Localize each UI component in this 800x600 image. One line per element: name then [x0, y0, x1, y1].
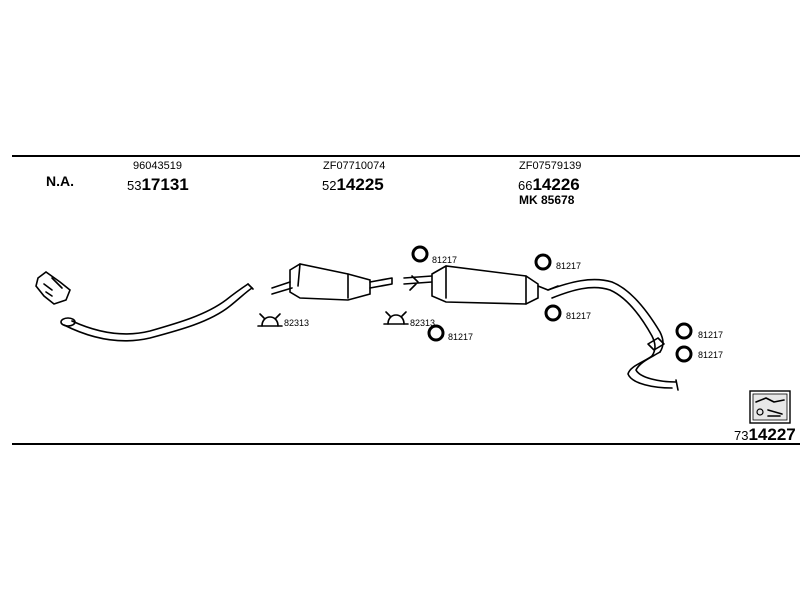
col1-part-main: 17131	[141, 175, 189, 194]
ring-6-label: 81217	[698, 350, 724, 360]
clamp-a-icon	[257, 313, 283, 327]
tail-pipe	[547, 278, 679, 391]
front-silencer	[271, 263, 393, 301]
front-pipe	[60, 283, 254, 342]
ring-4-label: 81217	[566, 311, 592, 321]
col1-part-prefix: 53	[127, 178, 142, 193]
clamp-b-icon	[383, 311, 409, 325]
col2-part-prefix: 52	[322, 178, 337, 193]
na-label: N.A.	[46, 173, 74, 189]
footer-part-prefix: 73	[734, 428, 749, 443]
bottom-rule	[12, 443, 800, 445]
col3-part-prefix: 66	[518, 178, 533, 193]
col1-part-number: 5317131	[127, 176, 189, 194]
ring-2-icon	[427, 324, 445, 342]
rear-silencer	[403, 265, 559, 305]
footer-part-main: 14227	[748, 425, 796, 444]
clamp-a-label: 82313	[284, 318, 310, 328]
col2-part-number: 5214225	[322, 176, 384, 194]
ring-6-icon	[675, 345, 693, 363]
col3-mk-number: MK 85678	[519, 193, 575, 207]
kit-box-icon	[749, 390, 791, 424]
front-flange	[35, 271, 71, 305]
ring-3-label: 81217	[556, 261, 582, 271]
col3-part-main: 14226	[532, 175, 580, 194]
ring-1-icon	[411, 245, 429, 263]
ring-1-label: 81217	[432, 255, 458, 265]
ring-5-label: 81217	[698, 330, 724, 340]
clamp-b-label: 82313	[410, 318, 436, 328]
footer-part-number: 7314227	[734, 426, 796, 444]
col1-ref-number: 96043519	[133, 160, 182, 172]
ring-2-label: 81217	[448, 332, 474, 342]
col2-part-main: 14225	[336, 175, 384, 194]
ring-3-icon	[534, 253, 552, 271]
ring-5-icon	[675, 322, 693, 340]
ring-4-icon	[544, 304, 562, 322]
top-rule	[12, 155, 800, 157]
col3-ref-number: ZF07579139	[519, 160, 582, 172]
col3-part-number: 6614226	[518, 176, 580, 194]
col2-ref-number: ZF07710074	[323, 160, 386, 172]
